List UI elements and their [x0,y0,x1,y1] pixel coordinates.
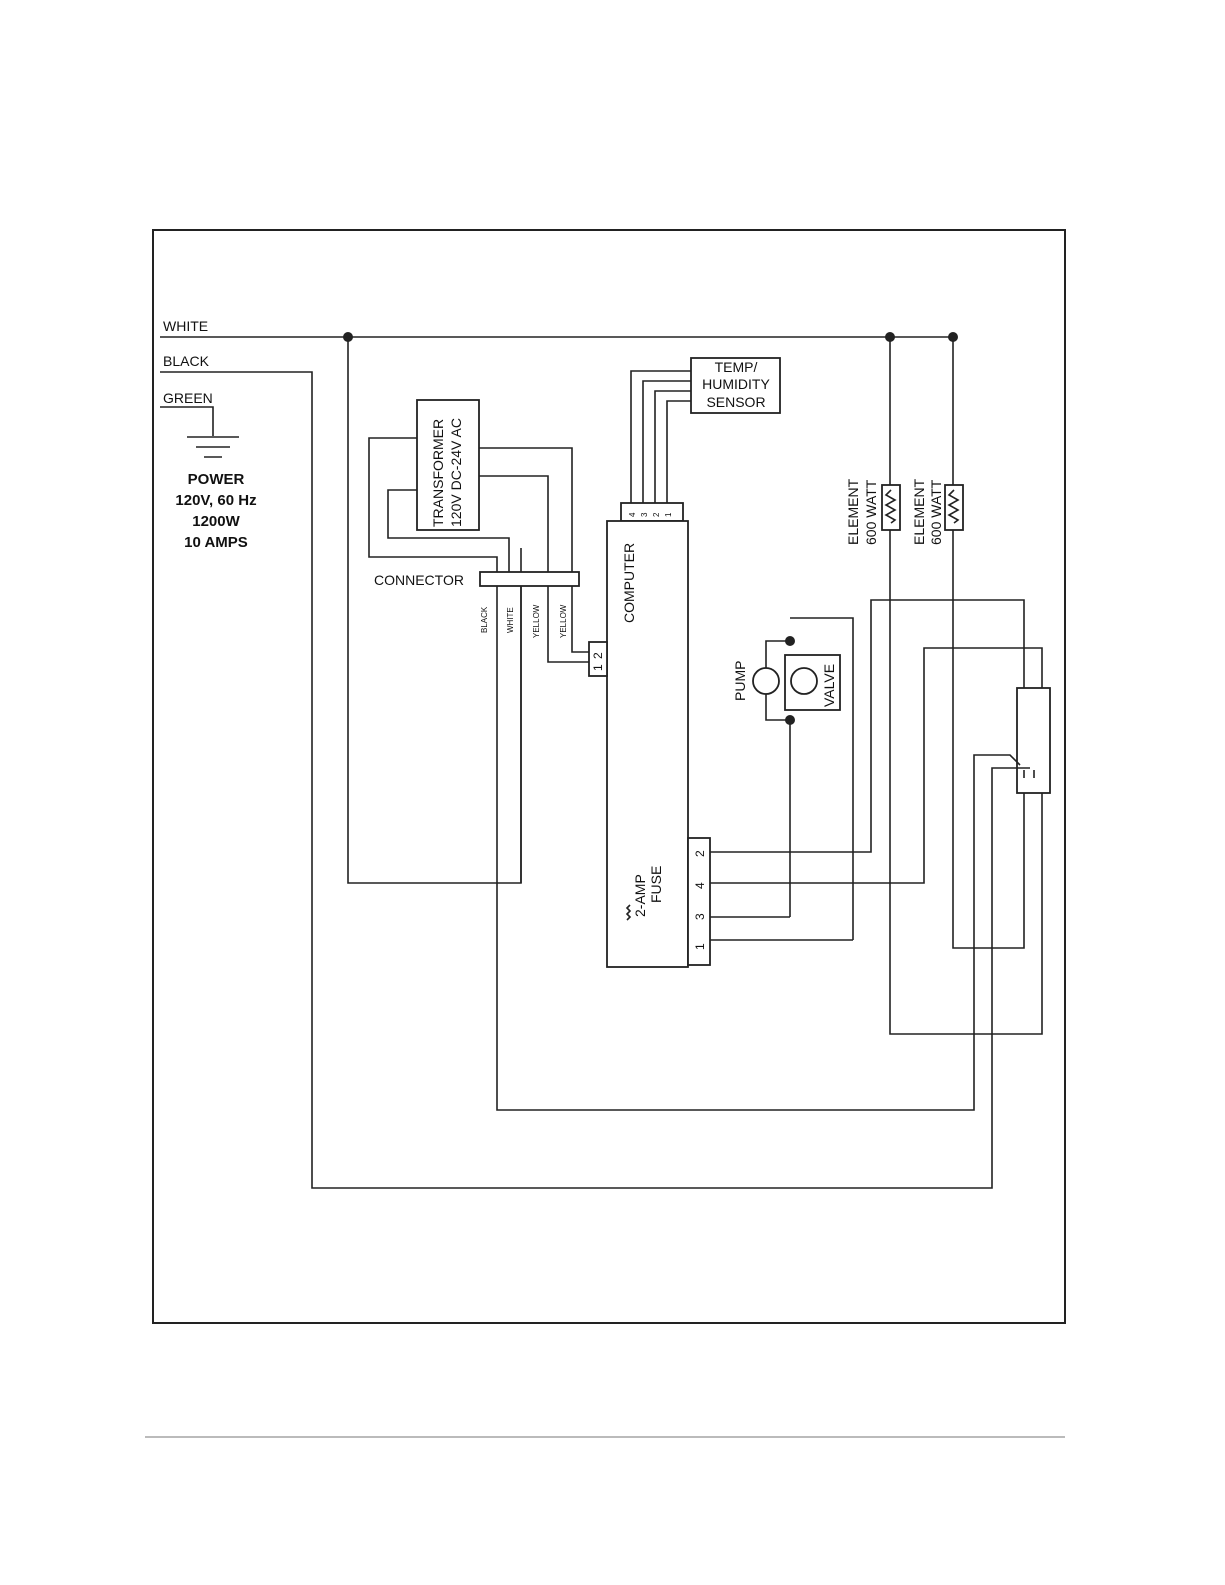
heating-elements: ELEMENT 600 WATT ELEMENT 600 WATT [845,337,1042,1034]
svg-text:1: 1 [693,943,707,950]
transformer: TRANSFORMER 120V DC-24V AC [369,400,572,572]
svg-text:600 WATT: 600 WATT [863,479,879,545]
svg-text:ELEMENT: ELEMENT [845,478,861,545]
svg-text:2: 2 [591,652,605,659]
power-spec: POWER 120V, 60 Hz 1200W 10 AMPS [175,471,256,551]
svg-text:CONNECTOR: CONNECTOR [374,572,464,588]
svg-text:600 WATT: 600 WATT [928,479,944,545]
green-wire [160,407,213,436]
svg-text:2: 2 [652,512,661,517]
temp-humidity-sensor: TEMP/ HUMIDITY SENSOR [631,358,780,503]
svg-text:ELEMENT: ELEMENT [911,478,927,545]
svg-text:SENSOR: SENSOR [706,394,765,410]
relay [974,688,1050,950]
svg-text:YELLOW: YELLOW [532,604,541,638]
svg-text:2-AMP: 2-AMP [632,874,648,917]
svg-text:4: 4 [628,512,637,517]
svg-text:YELLOW: YELLOW [559,604,568,638]
white-wire-label: WHITE [163,318,208,334]
svg-text:TRANSFORMER: TRANSFORMER [430,419,446,527]
ground-icon [187,437,239,457]
svg-text:1: 1 [664,512,673,517]
svg-text:HUMIDITY: HUMIDITY [702,376,770,392]
svg-text:FUSE: FUSE [648,866,664,903]
svg-text:3: 3 [640,512,649,517]
computer: 4 3 2 1 COMPUTER 2 1 2-AMP FUSE 2 4 3 1 [589,503,710,967]
svg-text:120V, 60 Hz: 120V, 60 Hz [175,492,256,509]
svg-text:4: 4 [693,882,707,889]
svg-text:1: 1 [591,664,605,671]
svg-text:COMPUTER: COMPUTER [621,543,637,623]
svg-text:POWER: POWER [188,471,245,488]
green-wire-label: GREEN [163,390,213,406]
svg-text:VALVE: VALVE [821,664,837,707]
svg-text:TEMP/: TEMP/ [715,359,758,375]
svg-text:BLACK: BLACK [480,606,489,633]
svg-text:1200W: 1200W [192,513,240,530]
svg-text:10 AMPS: 10 AMPS [184,534,248,551]
svg-text:2: 2 [693,850,707,857]
svg-text:WHITE: WHITE [506,607,515,633]
black-wire-label: BLACK [163,353,210,369]
pump-valve: PUMP VALVE [732,618,853,940]
svg-text:3: 3 [693,913,707,920]
svg-text:120V DC-24V AC: 120V DC-24V AC [448,418,464,527]
svg-text:PUMP: PUMP [732,661,748,701]
